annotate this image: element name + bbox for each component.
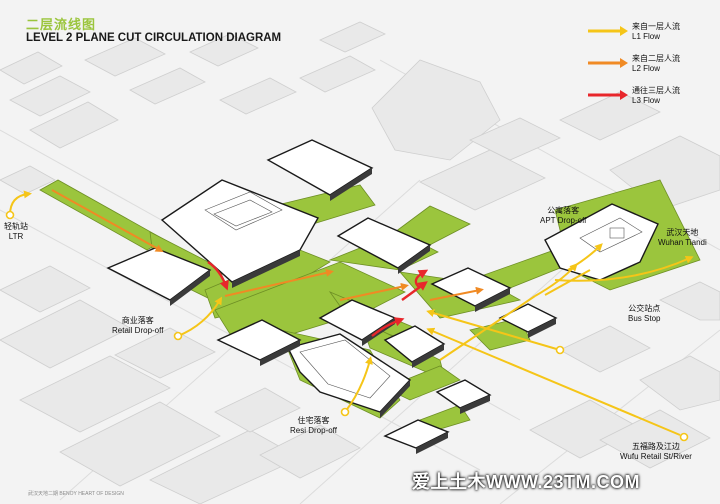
watermark: 爱上土木WWW.23TM.COM [412, 472, 640, 492]
project-buildings [106, 139, 659, 449]
roof-details [204, 191, 643, 399]
credit-text: 武汉天地二期 BENOY HEART OF DESIGN [28, 491, 124, 497]
flow-endpoints [5, 210, 689, 442]
ltr-bridge [39, 179, 166, 251]
title-cn: 二层流线图 [26, 17, 97, 32]
title-en: LEVEL 2 PLANE CUT CIRCULATION DIAGRAM [26, 32, 282, 44]
l2-flow [51, 189, 484, 301]
building-shadows [170, 168, 556, 454]
context-buildings [0, 21, 720, 504]
l3-arrow-icon [588, 90, 628, 100]
l1-flow [9, 190, 694, 436]
l1-arrow-icon [588, 26, 628, 36]
l2-arrow-icon [588, 58, 628, 68]
l3-flow [207, 261, 429, 337]
